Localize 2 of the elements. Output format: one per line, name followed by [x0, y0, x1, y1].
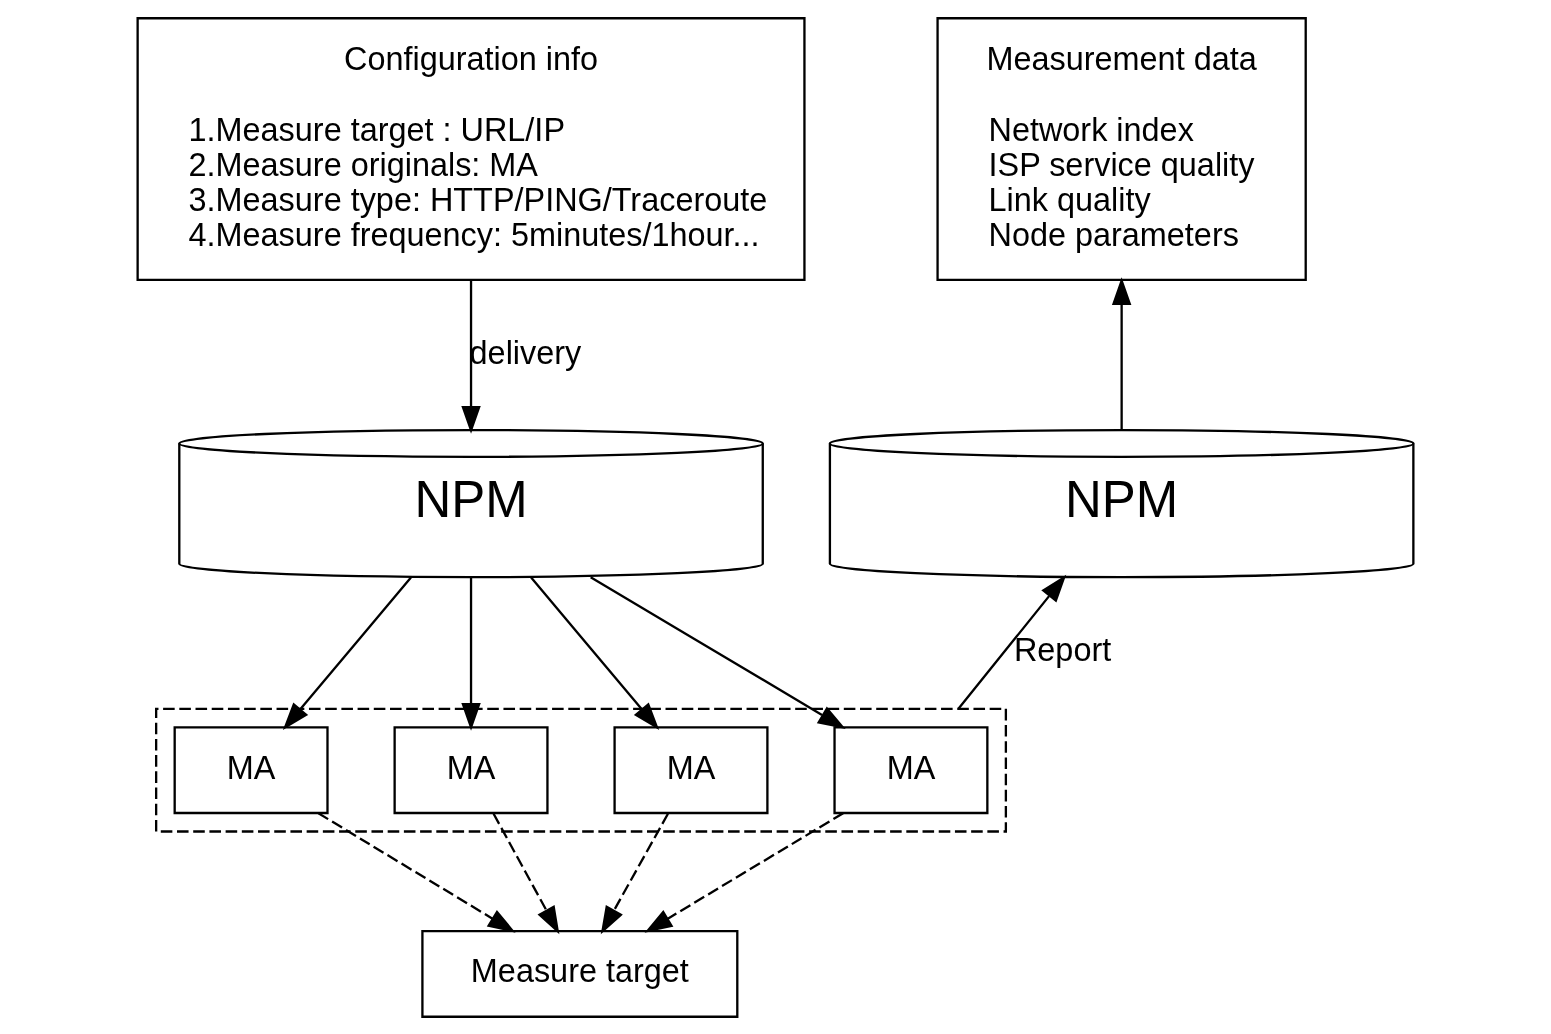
edge-label: Report [1013, 631, 1112, 668]
edge-label: delivery [469, 334, 582, 371]
